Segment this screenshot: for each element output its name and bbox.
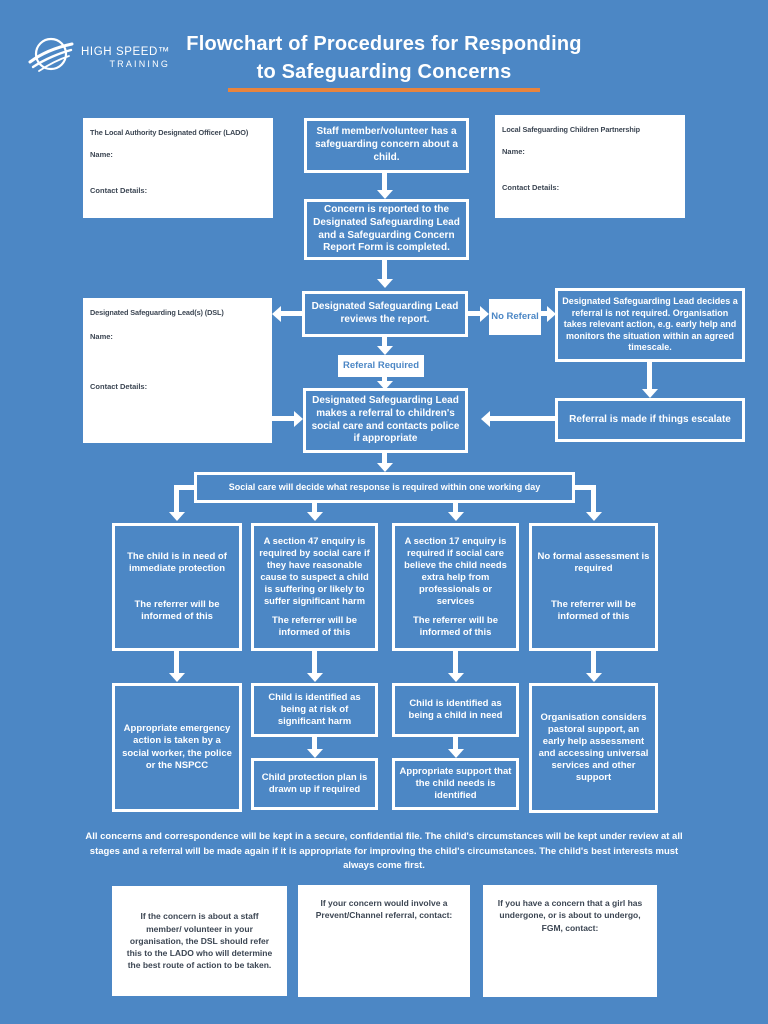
flow-arrow [376, 453, 393, 472]
outcome1-action-text: Appropriate emergency action is taken by… [122, 723, 232, 771]
outcome3-step2-text: Appropriate support that the child needs… [399, 765, 512, 802]
flow-connector [575, 485, 595, 490]
flow-arrow [168, 651, 185, 682]
dsl-contact-box: Designated Safeguarding Lead(s) (DSL) Na… [83, 298, 272, 443]
review-box: Designated Safeguarding Lead reviews the… [302, 291, 468, 337]
flow-arrow [376, 173, 393, 199]
flow-arrow [447, 503, 464, 521]
outcome1-action-box: Appropriate emergency action is taken by… [112, 683, 242, 812]
dsl-name-label: Name: [90, 332, 113, 342]
dsl-title: Designated Safeguarding Lead(s) (DSL) [90, 308, 224, 317]
lscp-name-label: Name: [502, 147, 525, 157]
flow-arrow [376, 377, 393, 390]
page-title-line2: to Safeguarding Concerns [256, 60, 512, 83]
logo-line1: HIGH SPEED™ [81, 45, 171, 58]
outcome4-referrer-note: The referrer will be informed of this [550, 598, 636, 622]
dsl-contact-label: Contact Details: [90, 382, 148, 392]
outcome4-action-box: Organisation considers pastoral support,… [529, 683, 658, 813]
report-box: Concern is reported to the Designated Sa… [304, 199, 469, 260]
confidentiality-note: All concerns and correspondence will be … [85, 831, 683, 872]
page-title-line1: Flowchart of Procedures for Responding [186, 33, 582, 55]
flow-arrow [585, 485, 602, 521]
lado-title: The Local Authority Designated Officer (… [90, 128, 249, 137]
logo-text: HIGH SPEED™ TRAINING [81, 46, 170, 70]
flow-arrow [481, 410, 555, 427]
concern-text: Staff member/volunteer has a safeguardin… [315, 126, 458, 163]
flow-arrow [447, 651, 464, 682]
social-care-box: Social care will decide what response is… [194, 472, 575, 503]
outcome2-step2-text: Child protection plan is drawn up if req… [261, 771, 368, 795]
staff-concern-note-text: If the concern is about a staff member/ … [126, 911, 273, 971]
flow-arrow [272, 305, 302, 322]
title-underline [228, 88, 540, 92]
concern-box: Staff member/volunteer has a safeguardin… [304, 118, 469, 173]
escalate-text: Referral is made if things escalate [569, 413, 731, 425]
outcome4-action-text: Organisation considers pastoral support,… [538, 711, 649, 784]
outcome1-assessment-text: The child is in need of immediate protec… [127, 551, 227, 575]
outcome2-step2-box: Child protection plan is drawn up if req… [251, 758, 378, 810]
outcome2-step1-box: Child is identified as being at risk of … [251, 683, 378, 737]
prevent-channel-note-box: If your concern would involve a Prevent/… [298, 885, 470, 997]
high-speed-training-logo: HIGH SPEED™ TRAINING [28, 32, 170, 83]
lado-contact-label: Contact Details: [90, 186, 148, 196]
flow-arrow [585, 651, 602, 682]
flow-arrow [306, 651, 323, 682]
escalate-box: Referral is made if things escalate [555, 398, 745, 442]
prevent-channel-note-text: If your concern would involve a Prevent/… [315, 898, 453, 921]
outcome4-assessment-text: No formal assessment is required [537, 551, 650, 575]
no-referral-label: No Referal [489, 299, 541, 335]
outcome3-step2-box: Appropriate support that the child needs… [392, 758, 519, 810]
social-care-text: Social care will decide what response is… [228, 481, 541, 492]
logo-line2: TRAINING [109, 58, 171, 69]
lscp-contact-label: Contact Details: [502, 183, 560, 193]
review-text: Designated Safeguarding Lead reviews the… [311, 301, 459, 325]
flow-connector [174, 485, 194, 490]
outcome2-assessment-box: A section 47 enquiry is required by soci… [251, 523, 378, 651]
no-referral-decision-box: Designated Safeguarding Lead decides a r… [555, 288, 745, 362]
outcome1-assessment-box: The child is in need of immediate protec… [112, 523, 242, 651]
makes-referral-text: Designated Safeguarding Lead makes a ref… [311, 394, 460, 445]
report-text: Concern is reported to the Designated Sa… [313, 203, 460, 254]
flow-arrow [376, 337, 393, 355]
lscp-title: Local Safeguarding Children Partnership [502, 125, 641, 134]
flow-arrow [447, 737, 464, 758]
staff-concern-note-box: If the concern is about a staff member/ … [112, 886, 287, 996]
outcome3-step1-text: Child is identified as being a child in … [408, 697, 503, 721]
outcome3-referrer-note: The referrer will be informed of this [412, 614, 498, 638]
outcome2-assessment-text: A section 47 enquiry is required by soci… [259, 535, 370, 607]
flow-arrow [641, 362, 658, 398]
outcome3-assessment-box: A section 17 enquiry is required if soci… [392, 523, 519, 651]
referral-required-label: Referal Required [338, 355, 424, 377]
logo-swoosh-icon [28, 32, 74, 83]
fgm-note-box: If you have a concern that a girl has un… [483, 885, 657, 997]
flow-arrow [306, 503, 323, 521]
outcome2-step1-text: Child is identified as being at risk of … [268, 691, 361, 728]
flow-arrow [306, 737, 323, 758]
flow-arrow [541, 305, 556, 322]
page-title: Flowchart of Procedures for Responding t… [0, 31, 768, 86]
outcome2-referrer-note: The referrer will be informed of this [271, 614, 357, 638]
no-referral-decision-text: Designated Safeguarding Lead decides a r… [562, 296, 738, 353]
referral-required-label-text: Referal Required [342, 360, 420, 372]
lado-contact-box: The Local Authority Designated Officer (… [83, 118, 273, 218]
outcome1-referrer-note: The referrer will be informed of this [134, 598, 220, 622]
fgm-note-text: If you have a concern that a girl has un… [497, 898, 643, 933]
outcome3-step1-box: Child is identified as being a child in … [392, 683, 519, 737]
makes-referral-box: Designated Safeguarding Lead makes a ref… [303, 388, 468, 453]
flow-arrow [272, 410, 303, 427]
no-referral-label-text: No Referal [491, 311, 539, 323]
outcome3-assessment-text: A section 17 enquiry is required if soci… [404, 535, 507, 607]
flow-arrow [468, 305, 489, 322]
lscp-contact-box: Local Safeguarding Children Partnership … [495, 115, 685, 218]
lado-name-label: Name: [90, 150, 113, 160]
flow-arrow [376, 260, 393, 288]
outcome4-assessment-box: No formal assessment is required The ref… [529, 523, 658, 651]
flow-arrow [168, 485, 185, 521]
